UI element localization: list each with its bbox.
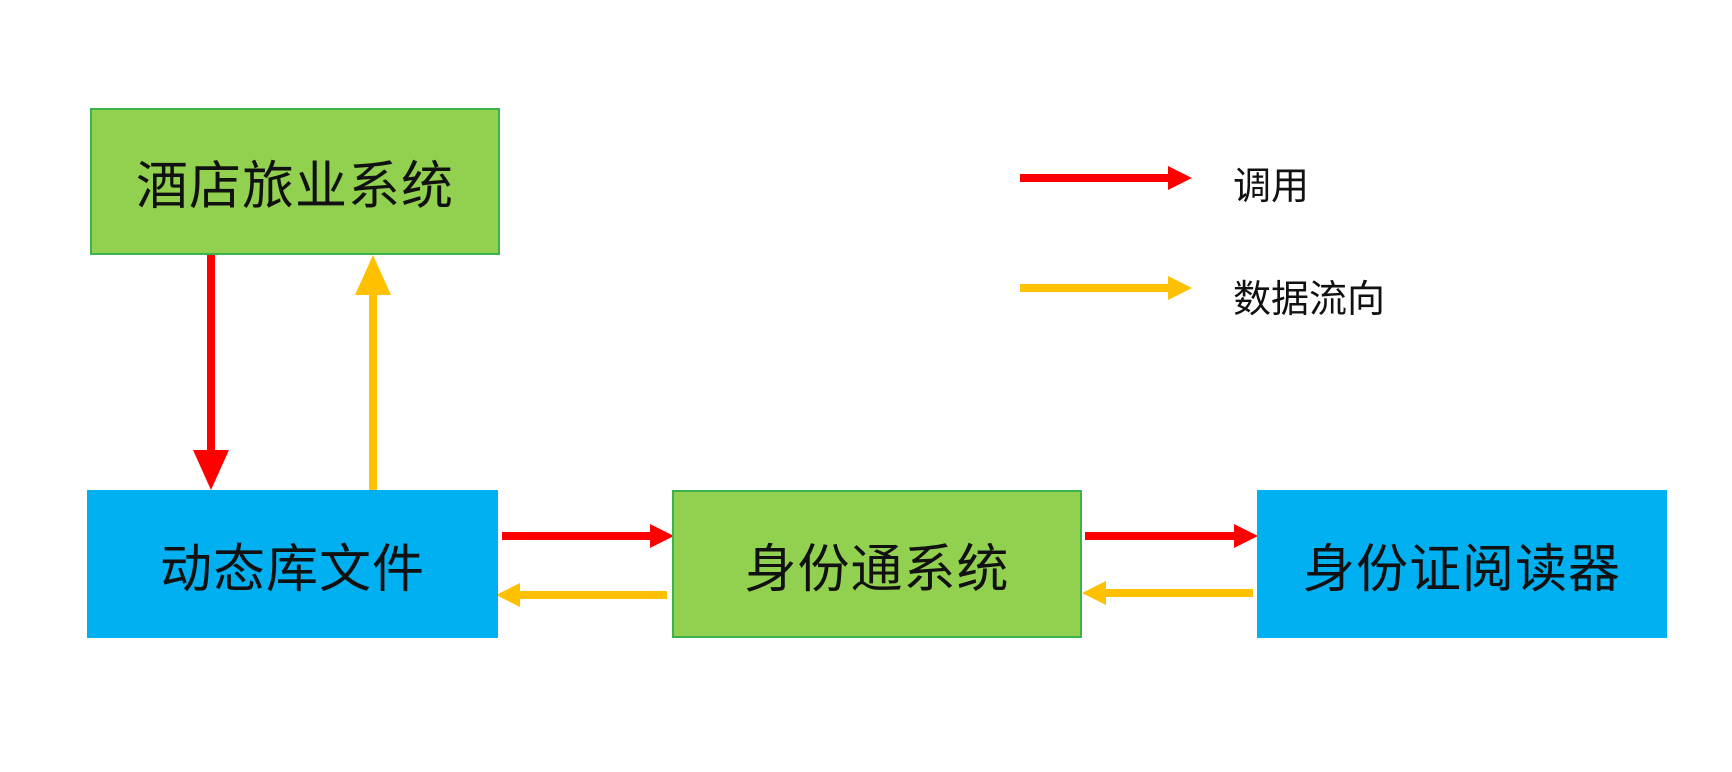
- arrow-sft-to-dll-flow: [496, 583, 667, 607]
- arrow-reader-to-sft-flow: [1082, 581, 1253, 605]
- dynamic-library-box: 动态库文件: [87, 490, 498, 638]
- id-card-reader-label: 身份证阅读器: [1302, 539, 1621, 600]
- hotel-system-label: 酒店旅业系统: [135, 157, 454, 217]
- dynamic-library-label: 动态库文件: [159, 539, 425, 600]
- legend-flow-arrow: [1020, 276, 1192, 300]
- arrow-dll-to-hotel-flow: [355, 255, 391, 490]
- arrow-sft-to-reader-call: [1085, 524, 1258, 548]
- arrow-dll-to-sft-call: [502, 524, 674, 548]
- legend-call-arrow: [1020, 166, 1192, 190]
- identity-system-box: 身份通系统: [672, 490, 1082, 638]
- arrow-hotel-to-dll-call: [193, 255, 229, 490]
- hotel-system-box: 酒店旅业系统: [90, 108, 500, 255]
- legend-flow-label: 数据流向: [1233, 277, 1386, 321]
- identity-system-label: 身份通系统: [744, 539, 1010, 600]
- legend-call-label: 调用: [1233, 164, 1310, 208]
- id-card-reader-box: 身份证阅读器: [1257, 490, 1667, 638]
